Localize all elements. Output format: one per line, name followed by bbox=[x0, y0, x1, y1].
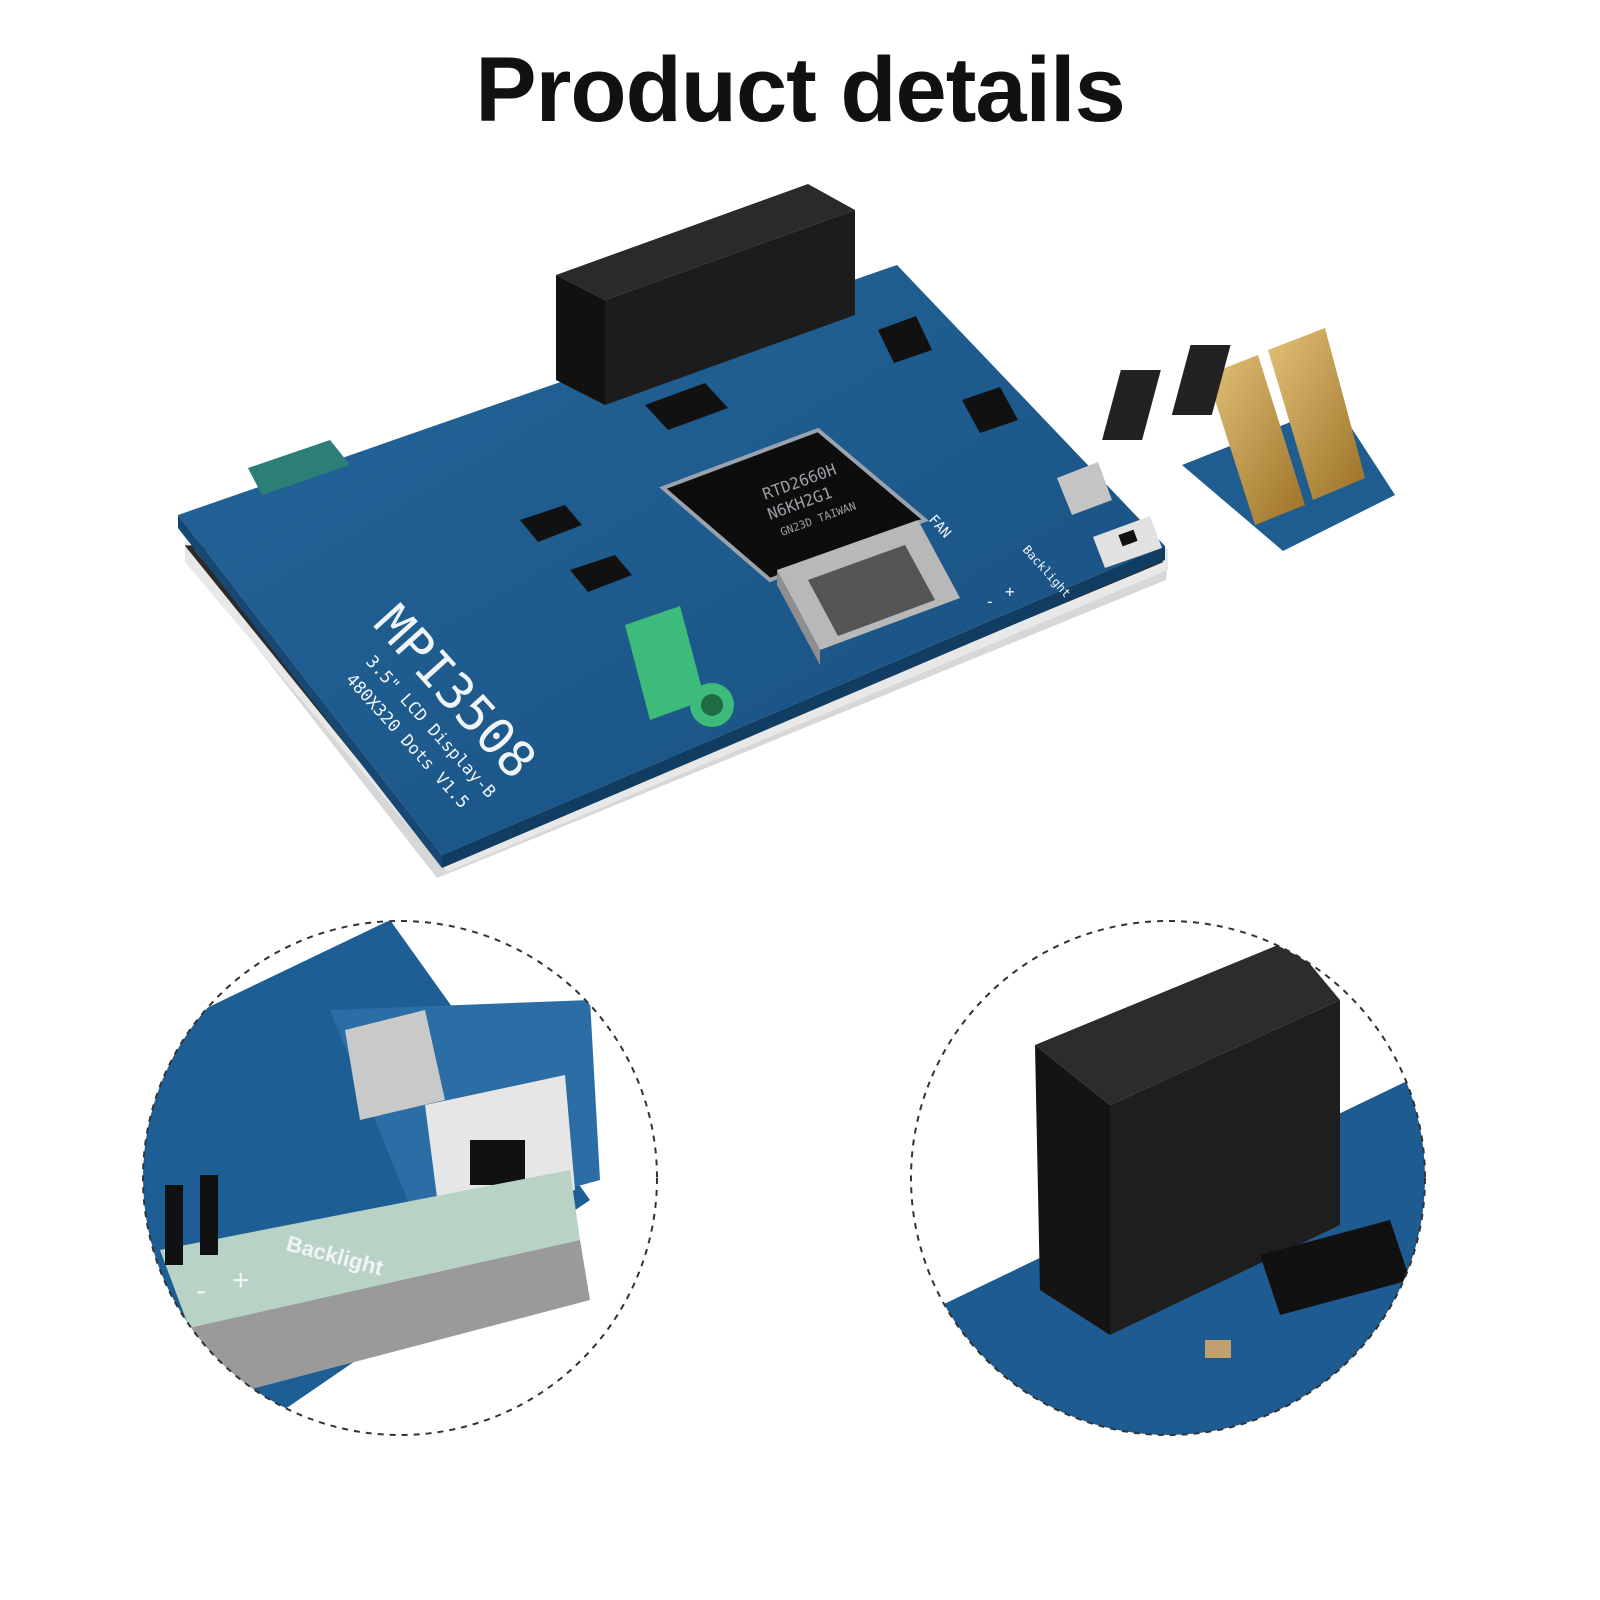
main-product-photo: RTD2660H N6KH2G1 GN23D TAIWAN MPI3508 3.… bbox=[178, 184, 1395, 878]
hdmi-adapter bbox=[1102, 328, 1395, 551]
zoom-backlight-label: Backlight bbox=[284, 1231, 387, 1281]
micro-usb-port bbox=[1057, 462, 1112, 515]
plus-label: + bbox=[1005, 582, 1015, 601]
small-ics bbox=[520, 316, 1018, 592]
pcb-board bbox=[178, 265, 1165, 868]
minus-label: - bbox=[985, 592, 995, 611]
audio-jack bbox=[625, 606, 734, 727]
page-title: Product details bbox=[475, 39, 1126, 141]
gpio-header bbox=[556, 184, 855, 405]
backlight-button bbox=[1093, 516, 1162, 568]
zoom-plus-label: + bbox=[232, 1264, 250, 1297]
hdmi-port bbox=[777, 520, 960, 665]
zoom-minus-label: - bbox=[196, 1274, 206, 1307]
